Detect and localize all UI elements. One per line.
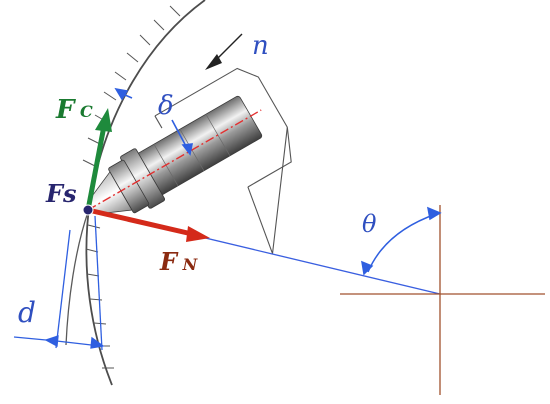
rotation-center (340, 205, 545, 395)
delta-marker (114, 87, 193, 156)
tool-axis-line (87, 109, 262, 211)
cutting-tool (87, 67, 292, 254)
n-label: n (252, 31, 269, 61)
workpiece-edge (65, 211, 89, 346)
fc-label: F C (55, 95, 93, 125)
d-label: d (18, 296, 36, 329)
rotation-arrow (205, 33, 243, 70)
delta-label: δ (158, 91, 174, 121)
fs-contact-point (82, 204, 94, 216)
theta-label: θ (362, 210, 377, 238)
fn-label: F N (159, 247, 199, 276)
surface-hatching (82, 5, 181, 369)
fs-label: Fs (45, 179, 77, 208)
d-dimension (13, 215, 105, 351)
theta-arc (361, 206, 442, 276)
fn-force-arrow (87, 207, 210, 242)
fc-force-arrow (85, 108, 112, 211)
